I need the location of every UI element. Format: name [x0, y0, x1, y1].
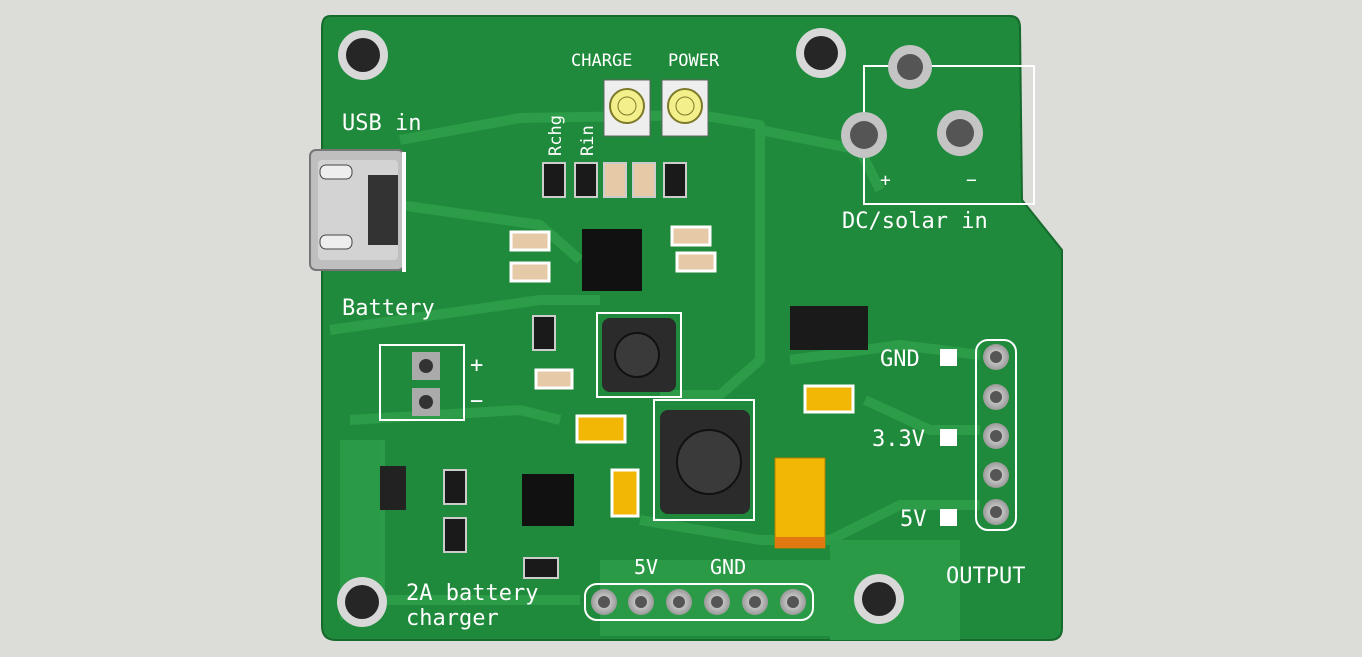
- battery-terminal: [379, 344, 465, 421]
- resistor-lower-2: [443, 517, 467, 553]
- charge-led-label: CHARGE: [571, 51, 632, 71]
- output-pin-header: [975, 339, 1017, 531]
- rchg-label: Rchg: [546, 115, 566, 156]
- usb-silk-outline: [402, 152, 406, 272]
- output-3v3-label: 3.3V: [872, 427, 925, 452]
- cap-left-top: [509, 230, 551, 252]
- large-inductor: [653, 399, 755, 521]
- voltage-regulator-ic: [790, 306, 868, 350]
- battery-plus-label: +: [470, 353, 483, 378]
- cap-right-bottom: [675, 251, 717, 273]
- output-label: OUTPUT: [946, 564, 1025, 589]
- output-5v-marker: [940, 509, 957, 526]
- output-5v-label: 5V: [900, 507, 927, 532]
- pcb-outline: [321, 15, 1063, 641]
- large-tantalum-cap: [774, 457, 826, 549]
- cap-right-top: [670, 225, 712, 247]
- header-5v-label: 5V: [634, 555, 658, 579]
- dc-plus-label: +: [880, 170, 891, 191]
- resistor-row: [542, 162, 687, 198]
- tantalum-cap-2: [610, 468, 640, 518]
- charger-label-line2: charger: [406, 606, 499, 631]
- resistor-lower-1: [443, 469, 467, 505]
- cap-mid: [534, 368, 574, 390]
- battery-minus-label: −: [470, 389, 483, 414]
- usb-connector: [309, 149, 405, 271]
- dc-solar-terminal: [841, 45, 1035, 205]
- charger-label-line1: 2A battery: [406, 581, 538, 606]
- charger-ic-main: [582, 229, 642, 291]
- power-led: [661, 79, 709, 137]
- output-gnd-label: GND: [880, 347, 920, 372]
- battery-label: Battery: [342, 296, 435, 321]
- mounting-holes: [337, 28, 904, 627]
- usb-in-label: USB in: [342, 111, 421, 136]
- power-led-label: POWER: [668, 51, 720, 71]
- output-gnd-marker: [940, 349, 957, 366]
- resistor-mid: [532, 315, 556, 351]
- header-gnd-label: GND: [710, 555, 746, 579]
- cap-left-bottom: [509, 261, 551, 283]
- rin-label: Rin: [578, 125, 598, 156]
- bottom-pin-header: [584, 583, 814, 621]
- output-3v3-marker: [940, 429, 957, 446]
- resistor-lower-3: [523, 557, 559, 579]
- charge-led: [603, 79, 651, 137]
- tantalum-cap-3: [803, 384, 855, 414]
- transistor: [380, 466, 406, 510]
- small-inductor: [596, 312, 682, 398]
- dc-solar-in-label: DC/solar in: [842, 209, 988, 234]
- charger-ic-lower: [522, 474, 574, 526]
- dc-minus-label: −: [966, 170, 977, 191]
- tantalum-cap-1: [575, 414, 627, 444]
